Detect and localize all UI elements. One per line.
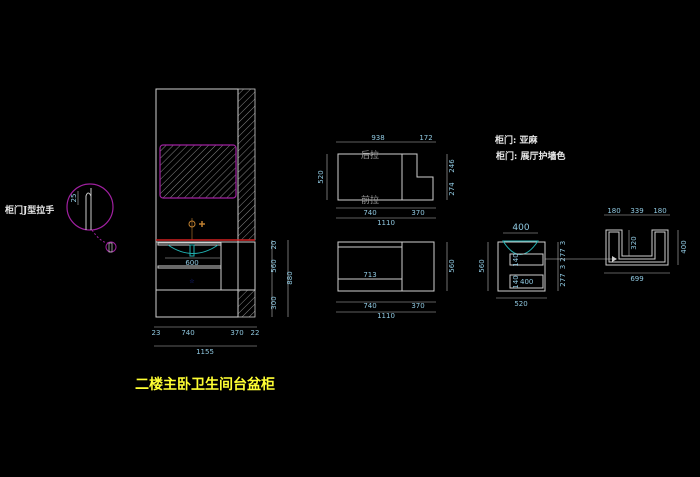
label-front: 前拉 (361, 194, 379, 206)
dim-section-height: 560 (478, 259, 486, 272)
front-view: 713 560 740 370 1110 (336, 241, 456, 320)
dim-u-b: 339 (630, 207, 643, 215)
label-back: 后拉 (361, 149, 379, 161)
dim-top-b: 172 (419, 134, 432, 142)
svg-text:☆: ☆ (189, 278, 194, 285)
dim-d1: 140 (512, 253, 520, 266)
dim-depth: 520 (317, 170, 325, 183)
dim-inner: 400 (520, 278, 533, 286)
dim-handle: 25 (70, 194, 78, 203)
dim-g2: 3 (559, 265, 567, 269)
dim-main: 740 (181, 329, 194, 337)
dim-total: 1110 (377, 219, 395, 227)
dim-r2: 274 (448, 182, 456, 196)
dim-w1: 740 (363, 209, 376, 217)
dim-side: 370 (230, 329, 243, 337)
note-2: 柜门: 展厅护墙色 (495, 150, 565, 162)
top-plan: 后拉 前拉 938 172 520 246 274 740 370 1110 (317, 134, 456, 227)
dim-u-w: 699 (630, 275, 643, 283)
front-elevation: 600 ☆ 20 560 300 880 23 740 370 22 1155 (152, 88, 294, 356)
wall-outline (155, 88, 239, 318)
dim-top: 20 (270, 241, 278, 250)
wall-hatch-lower (237, 289, 256, 318)
note-1: 柜门: 亚麻 (494, 134, 538, 146)
dim-section-depth: 520 (514, 300, 527, 308)
dim-front-total: 1110 (377, 312, 395, 320)
handle-detail: 25 柜门J型拉手 (4, 183, 117, 253)
dim-cabinet: 560 (270, 259, 278, 272)
dim-front-w1: 740 (363, 302, 376, 310)
dim-u-c: 180 (653, 207, 666, 215)
dim-r1: 246 (448, 159, 456, 173)
dim-total-w: 1155 (196, 348, 214, 356)
wall-hatch (237, 88, 256, 241)
dim-base: 300 (270, 296, 278, 309)
dim-drawer: 713 (363, 271, 376, 279)
dim-u-h: 400 (680, 240, 688, 253)
side-section: 400 560 3 277 3 277 140 140 400 520 (478, 223, 617, 308)
dim-front-height: 560 (448, 259, 456, 272)
drawing-title: 二楼主卧卫生间台盆柜 (135, 376, 275, 393)
dim-u-inner-h: 320 (630, 236, 638, 249)
dim-u-a: 180 (607, 207, 620, 215)
dim-h2: 277 (559, 273, 567, 286)
dim-top-a: 938 (371, 134, 384, 142)
dim-total-h: 880 (286, 271, 294, 284)
dim-right: 22 (251, 329, 260, 337)
dim-basin: 600 (185, 259, 198, 267)
mirror (159, 144, 237, 199)
dim-w2: 370 (411, 209, 424, 217)
dim-d2: 140 (512, 275, 520, 288)
dim-front-w2: 370 (411, 302, 424, 310)
dim-section-basin: 400 (512, 223, 529, 233)
dim-left: 23 (152, 329, 161, 337)
basin (167, 244, 219, 254)
handle-label: 柜门J型拉手 (4, 204, 54, 216)
dim-h1: 277 (559, 248, 567, 261)
u-drawer-plan: 180 339 180 320 400 699 (604, 207, 688, 283)
faucet-icon (188, 218, 205, 240)
dim-g1: 3 (559, 241, 567, 245)
